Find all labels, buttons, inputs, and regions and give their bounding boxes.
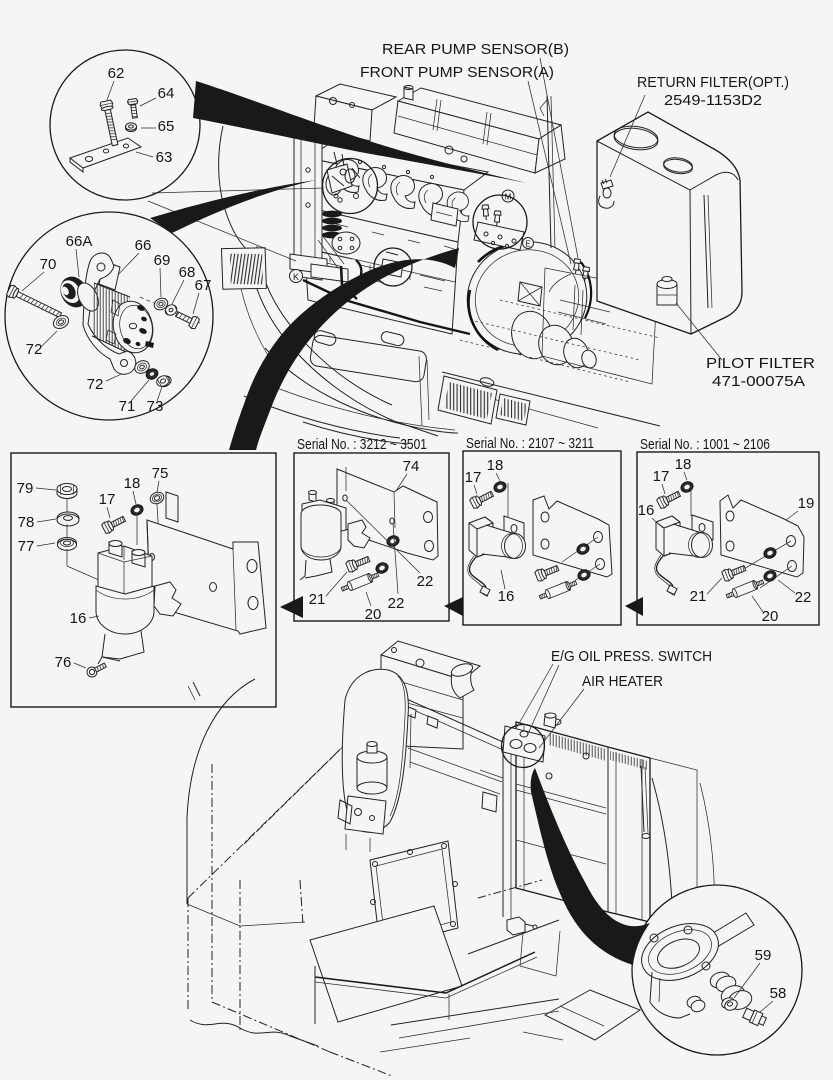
svg-text:62: 62 xyxy=(108,65,125,82)
svg-text:22: 22 xyxy=(795,589,812,606)
svg-text:17: 17 xyxy=(465,469,482,486)
svg-text:Serial No. : 2107 ~ 3211: Serial No. : 2107 ~ 3211 xyxy=(466,435,594,452)
svg-text:18: 18 xyxy=(487,457,504,474)
svg-text:AIR HEATER: AIR HEATER xyxy=(582,673,663,690)
svg-text:M: M xyxy=(505,193,512,202)
svg-text:16: 16 xyxy=(638,502,655,519)
svg-text:58: 58 xyxy=(770,985,787,1002)
svg-text:72: 72 xyxy=(26,341,43,358)
svg-text:21: 21 xyxy=(690,588,707,605)
svg-text:21: 21 xyxy=(309,591,326,608)
svg-text:Serial No. : 3212 ~ 3501: Serial No. : 3212 ~ 3501 xyxy=(297,436,427,453)
svg-text:67: 67 xyxy=(195,277,212,294)
svg-text:63: 63 xyxy=(156,149,173,166)
svg-text:16: 16 xyxy=(70,610,87,627)
svg-text:19: 19 xyxy=(798,495,815,512)
svg-text:REAR PUMP SENSOR(B): REAR PUMP SENSOR(B) xyxy=(382,41,569,58)
svg-text:74: 74 xyxy=(403,458,420,475)
svg-text:E: E xyxy=(525,240,530,249)
svg-text:PILOT FILTER: PILOT FILTER xyxy=(706,355,815,372)
svg-text:22: 22 xyxy=(417,573,434,590)
svg-text:18: 18 xyxy=(124,475,141,492)
svg-text:59: 59 xyxy=(755,947,772,964)
svg-text:2549-1153D2: 2549-1153D2 xyxy=(664,92,762,109)
svg-text:76: 76 xyxy=(55,654,72,671)
svg-text:69: 69 xyxy=(154,252,171,269)
svg-text:20: 20 xyxy=(762,608,779,625)
svg-text:17: 17 xyxy=(99,491,116,508)
svg-text:Serial No. : 1001 ~ 2106: Serial No. : 1001 ~ 2106 xyxy=(640,436,770,453)
svg-text:RETURN FILTER(OPT.): RETURN FILTER(OPT.) xyxy=(637,74,789,91)
svg-text:18: 18 xyxy=(675,456,692,473)
svg-text:72: 72 xyxy=(87,376,104,393)
svg-text:17: 17 xyxy=(653,468,670,485)
svg-text:66: 66 xyxy=(135,237,152,254)
svg-text:65: 65 xyxy=(158,118,175,135)
svg-text:16: 16 xyxy=(498,588,515,605)
svg-text:79: 79 xyxy=(17,480,34,497)
svg-text:FRONT PUMP SENSOR(A): FRONT PUMP SENSOR(A) xyxy=(360,64,554,81)
svg-text:22: 22 xyxy=(388,595,405,612)
svg-text:71: 71 xyxy=(119,398,136,415)
svg-text:68: 68 xyxy=(179,264,196,281)
svg-text:20: 20 xyxy=(365,606,382,623)
svg-text:66A: 66A xyxy=(66,233,93,250)
svg-text:K: K xyxy=(293,272,299,282)
svg-text:75: 75 xyxy=(152,465,169,482)
svg-text:77: 77 xyxy=(18,538,35,555)
svg-text:E/G OIL PRESS. SWITCH: E/G OIL PRESS. SWITCH xyxy=(551,648,712,665)
svg-text:64: 64 xyxy=(158,85,175,102)
svg-text:471-00075A: 471-00075A xyxy=(712,373,805,390)
svg-text:78: 78 xyxy=(18,514,35,531)
svg-text:73: 73 xyxy=(147,398,164,415)
svg-text:70: 70 xyxy=(40,256,57,273)
